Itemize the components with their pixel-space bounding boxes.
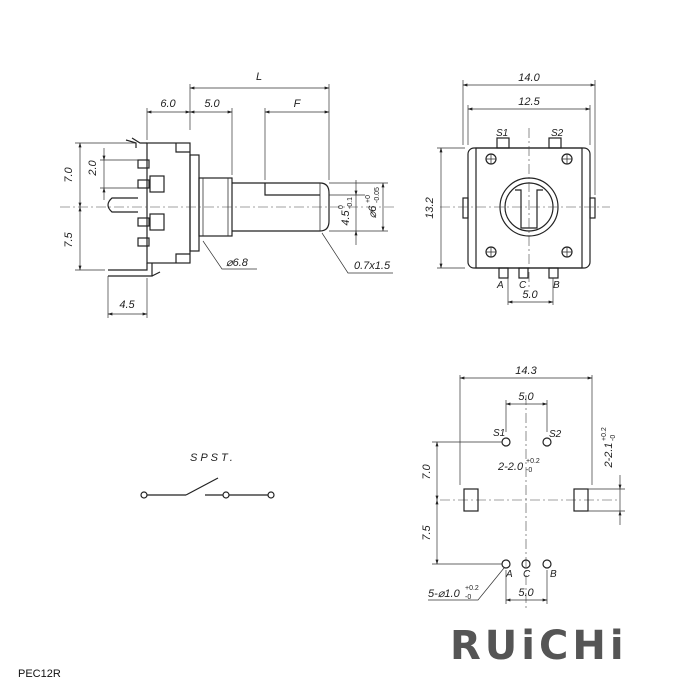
brand-logo: RUiCHi xyxy=(450,623,628,669)
fp-label-c: C xyxy=(523,569,531,580)
label-pin-s1: S1 xyxy=(496,128,508,139)
dim-label-12-5: 12.5 xyxy=(518,96,540,108)
fp-hole-tol-upper: +0.2 xyxy=(526,458,540,465)
fp-label-a: A xyxy=(505,569,513,580)
fp-label-b: B xyxy=(550,569,557,580)
switch-label: SPST. xyxy=(190,452,236,464)
dim-label-dia6: ⌀6 xyxy=(367,205,379,219)
corner-screws xyxy=(485,153,573,258)
fp-hole-label: 2-2.0 xyxy=(497,461,524,473)
side-tab-left xyxy=(462,197,469,219)
dim-label-14-0: 14.0 xyxy=(518,72,540,84)
model-number: PEC12R xyxy=(18,668,61,680)
dim-label-dia6-8: ⌀6.8 xyxy=(226,257,249,269)
encoder-body-side xyxy=(146,142,191,264)
fp-label-s2: S2 xyxy=(549,429,562,440)
dim-label-13-2: 13.2 xyxy=(424,197,436,218)
dim-4-5-tol-lower: -0.1 xyxy=(347,197,354,209)
spst-switch-symbol: SPST. xyxy=(140,452,275,499)
dim-label-front-5-0: 5.0 xyxy=(522,289,538,301)
pin-a xyxy=(498,267,509,279)
dim-label-7-5: 7.5 xyxy=(63,231,75,247)
fp-hole-tol-lower: -0 xyxy=(526,467,532,474)
dim-label-4-5-pin: 4.5 xyxy=(119,299,135,311)
dim-label-fp-7-0: 7.0 xyxy=(421,463,433,479)
fp-pin-tol-upper: +0.2 xyxy=(465,585,479,592)
shaft xyxy=(232,182,330,232)
dim-dia6-tol-lower: -0.05 xyxy=(374,187,381,203)
fp-label-s1: S1 xyxy=(493,428,505,439)
switch-terminal-1 xyxy=(140,491,148,499)
dim-label-L: L xyxy=(256,71,262,83)
hole-s2 xyxy=(542,437,552,447)
dim-label-6-0: 6.0 xyxy=(160,98,176,110)
mount-slot-right xyxy=(573,488,589,512)
mount-leg-bottom-tip xyxy=(151,271,161,277)
body-step-bottom xyxy=(175,253,190,263)
dim-4-5-tol-upper: 0 xyxy=(338,205,345,209)
label-pin-s2: S2 xyxy=(551,128,564,139)
dim-label-fp-5-0-top: 5.0 xyxy=(518,391,534,403)
mount-leg-top xyxy=(131,137,147,144)
mount-slot-left xyxy=(463,488,479,512)
dim-label-5-0: 5.0 xyxy=(204,98,220,110)
dim-label-chamfer: 0.7x1.5 xyxy=(354,260,391,272)
label-pin-a: A xyxy=(496,280,504,291)
side-view: L 6.0 5.0 F 7.0 7.5 2.0 4.5 xyxy=(60,71,395,318)
side-tab-right xyxy=(589,197,596,219)
dim-label-14-3: 14.3 xyxy=(515,365,537,377)
front-view: A C B S1 S2 14.0 12.5 13.2 5.0 xyxy=(424,72,610,305)
label-pin-b: B xyxy=(553,280,560,291)
fp-slot-tol-lower: -0 xyxy=(610,435,617,441)
hole-s1 xyxy=(501,437,511,447)
switch-terminal-3 xyxy=(267,491,275,499)
pin-b xyxy=(548,267,559,279)
hole-b xyxy=(542,559,552,569)
dim-label-fp-5-0-bottom: 5.0 xyxy=(518,587,534,599)
fp-slot-label: 2-2.1 xyxy=(603,442,615,468)
pin-s1 xyxy=(496,137,510,149)
shaft-flat xyxy=(264,183,320,196)
body-step-top xyxy=(175,143,190,153)
hole-c xyxy=(521,559,531,569)
dim-label-F: F xyxy=(294,98,302,110)
bushing-flange xyxy=(189,154,200,252)
leader-pin-holes xyxy=(428,567,505,601)
fp-pin-label: 5-⌀1.0 xyxy=(428,588,461,600)
pcb-footprint: 14.3 5.0 S1 S2 2-2.0 +0.2 -0 7.0 7.5 2-2… xyxy=(421,365,625,610)
fp-pin-tol-lower: -0 xyxy=(465,594,471,601)
dim-label-fp-7-5: 7.5 xyxy=(421,524,433,540)
leader-dia6-8 xyxy=(202,240,257,270)
detent-bump xyxy=(107,197,138,213)
switch-lever xyxy=(185,477,219,496)
dim-dia6-tol-upper: +0 xyxy=(365,195,372,203)
fp-slot-tol-upper: +0.2 xyxy=(601,427,608,441)
dim-label-2-0: 2.0 xyxy=(87,159,99,176)
mount-leg-bottom xyxy=(108,263,148,271)
leader-chamfer xyxy=(321,232,393,274)
dim-label-7-0: 7.0 xyxy=(63,166,75,182)
switch-terminal-2 xyxy=(222,491,230,499)
label-pin-c: C xyxy=(519,280,527,291)
mount-leg-top-bend xyxy=(125,139,137,148)
side-terminals xyxy=(137,159,165,247)
pin-s2 xyxy=(548,137,562,149)
hole-a xyxy=(501,559,511,569)
pin-c xyxy=(518,267,529,279)
dim-label-4-5: 4.5 xyxy=(340,209,352,225)
